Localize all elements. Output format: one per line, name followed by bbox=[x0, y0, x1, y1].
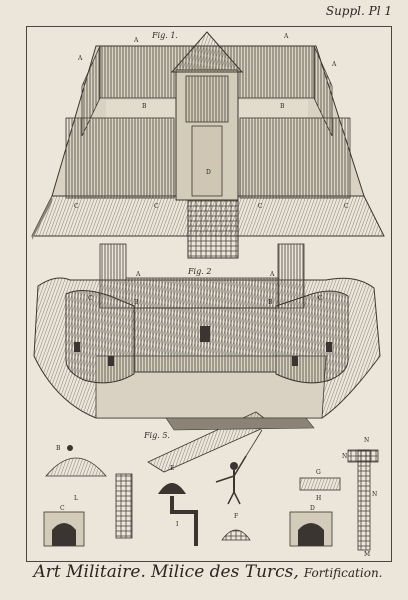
svg-text:C: C bbox=[74, 203, 79, 210]
svg-text:D: D bbox=[310, 505, 315, 512]
svg-text:C: C bbox=[88, 295, 93, 302]
svg-text:C: C bbox=[60, 505, 65, 512]
svg-text:N: N bbox=[342, 453, 347, 460]
svg-text:L: L bbox=[74, 495, 78, 502]
caption-fortification: Fortification. bbox=[303, 566, 383, 580]
engraving-illustration: Fig. 1. A A A A B B C C C C D bbox=[31, 31, 385, 558]
svg-text:M: M bbox=[364, 551, 370, 558]
svg-text:A: A bbox=[283, 33, 289, 40]
plate-number: Suppl. Pl 1 bbox=[325, 4, 392, 18]
svg-text:C: C bbox=[318, 295, 323, 302]
svg-text:C: C bbox=[258, 203, 263, 210]
svg-text:I: I bbox=[176, 521, 179, 528]
fig5-label: Fig. 5. bbox=[143, 431, 170, 440]
caption-milice: Milice des Turcs, bbox=[150, 562, 299, 582]
caption-art-militaire: Art Militaire. bbox=[33, 562, 146, 582]
fig2-label: Fig. 2 bbox=[187, 267, 211, 276]
svg-text:B: B bbox=[56, 445, 61, 452]
svg-text:H: H bbox=[316, 495, 321, 502]
svg-text:E: E bbox=[170, 465, 174, 472]
svg-text:B: B bbox=[142, 103, 147, 110]
svg-text:A: A bbox=[331, 61, 337, 68]
fig1-label: Fig. 1. bbox=[151, 31, 178, 40]
svg-text:B: B bbox=[280, 103, 285, 110]
svg-text:A: A bbox=[269, 271, 275, 278]
svg-text:A: A bbox=[133, 37, 139, 44]
svg-text:G: G bbox=[316, 469, 321, 476]
svg-text:C: C bbox=[344, 203, 349, 210]
figure-1-square-fort: Fig. 1. A A A A B B C C C C D bbox=[31, 31, 385, 259]
svg-text:A: A bbox=[77, 55, 83, 62]
svg-text:B: B bbox=[268, 299, 273, 306]
svg-text:N: N bbox=[372, 491, 377, 498]
figure-5-details: Fig. 5. B L E I bbox=[43, 411, 379, 558]
plate-border bbox=[26, 26, 392, 562]
svg-text:F: F bbox=[234, 513, 238, 520]
svg-text:C: C bbox=[154, 203, 159, 210]
svg-text:N: N bbox=[364, 437, 369, 444]
svg-text:D: D bbox=[206, 169, 211, 176]
svg-text:A: A bbox=[135, 271, 141, 278]
plate-caption: Art Militaire. Milice des Turcs, Fortifi… bbox=[28, 562, 388, 592]
figure-2-bastion-fort: Fig. 2 A A B B C C bbox=[33, 243, 381, 419]
svg-text:B: B bbox=[134, 299, 139, 306]
